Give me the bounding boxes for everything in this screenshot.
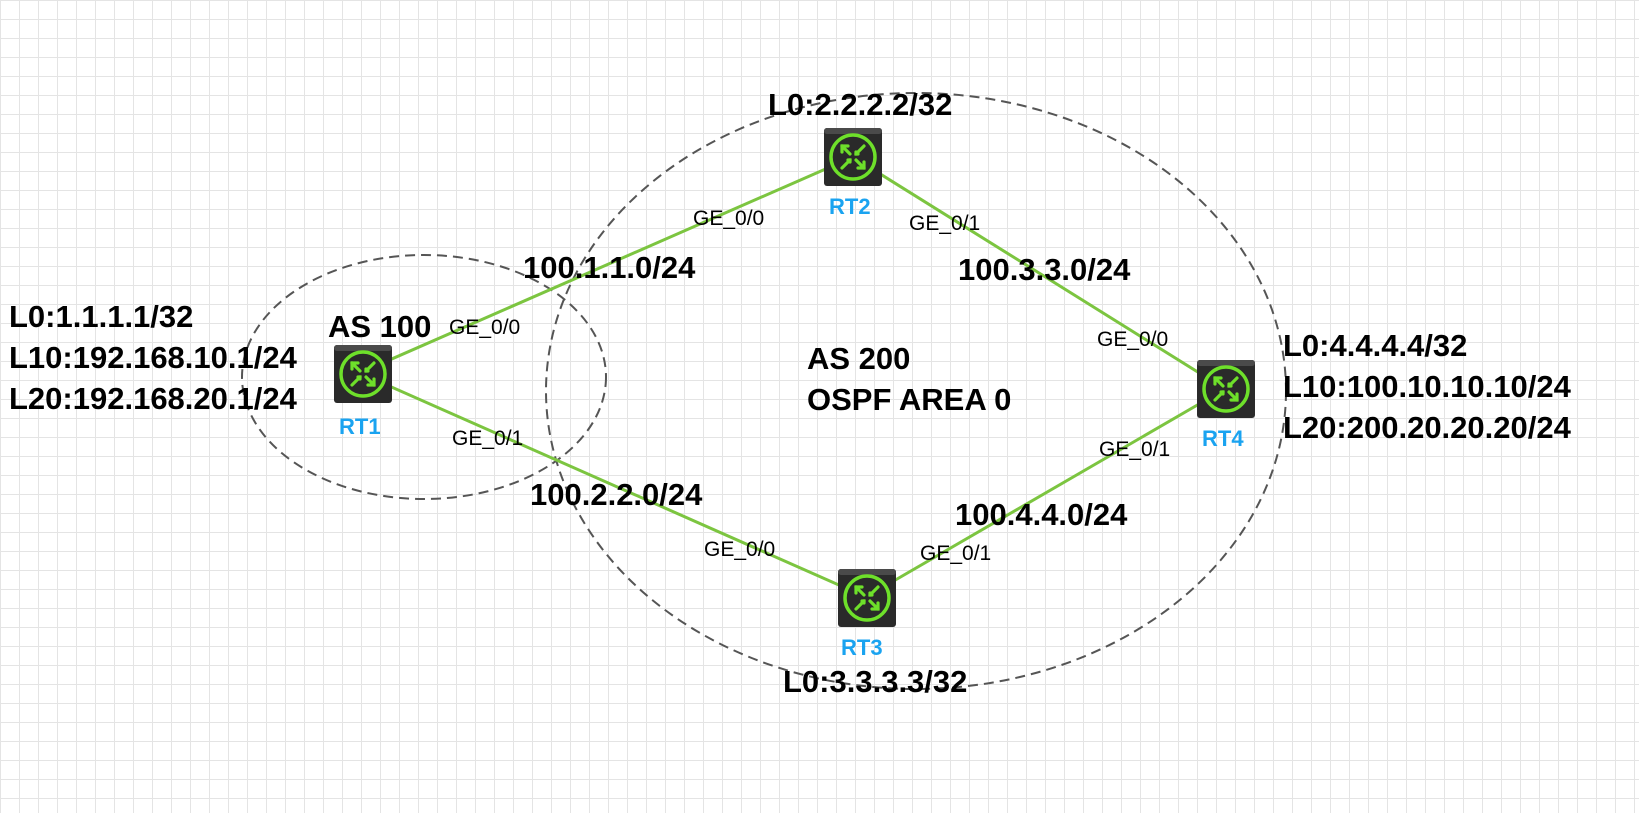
link-rt1-rt3 [361, 372, 867, 599]
link-rt1-rt2 [361, 155, 854, 374]
router-rt1-icon[interactable] [333, 344, 393, 404]
link-rt2-rt4 [852, 155, 1226, 391]
port-rt2-ge0-0: GE_0/0 [693, 207, 765, 230]
rt3-loopback-l0: L0:3.3.3.3/32 [783, 664, 968, 699]
port-rt3-ge0-0: GE_0/0 [704, 538, 776, 561]
as100-label: AS 100 [328, 309, 432, 344]
port-rt1-ge0-0: GE_0/0 [449, 316, 521, 339]
port-rt4-ge0-0: GE_0/0 [1097, 328, 1169, 351]
link-rt1-rt3-network: 100.2.2.0/24 [530, 477, 703, 512]
rt4-loopback-l20: L20:200.20.20.20/24 [1283, 410, 1571, 445]
router-rt4-name: RT4 [1202, 426, 1244, 451]
router-rt3-name: RT3 [841, 635, 883, 660]
link-rt3-rt4-network: 100.4.4.0/24 [955, 497, 1128, 532]
rt2-loopback-l0: L0:2.2.2.2/32 [768, 87, 953, 122]
router-rt2-name: RT2 [829, 194, 871, 219]
link-rt1-rt2-network: 100.1.1.0/24 [523, 250, 696, 285]
rt4-loopback-l0: L0:4.4.4.4/32 [1283, 328, 1468, 363]
ospf-area-label: OSPF AREA 0 [807, 382, 1012, 417]
port-rt4-ge0-1: GE_0/1 [1099, 438, 1171, 461]
rt1-loopback-l0: L0:1.1.1.1/32 [9, 299, 194, 334]
as100-boundary [241, 254, 607, 500]
rt1-loopback-l10: L10:192.168.10.1/24 [9, 340, 297, 375]
port-rt1-ge0-1: GE_0/1 [452, 427, 524, 450]
rt4-loopback-l10: L10:100.10.10.10/24 [1283, 369, 1571, 404]
as200-label: AS 200 [807, 341, 911, 376]
router-rt4-icon[interactable] [1196, 359, 1256, 419]
router-rt3-icon[interactable] [837, 568, 897, 628]
router-rt1-name: RT1 [339, 414, 381, 439]
link-rt2-rt4-network: 100.3.3.0/24 [958, 252, 1131, 287]
router-rt2-icon[interactable] [823, 127, 883, 187]
link-rt3-rt4 [865, 387, 1226, 599]
port-rt3-ge0-1: GE_0/1 [920, 542, 992, 565]
rt1-loopback-l20: L20:192.168.20.1/24 [9, 381, 297, 416]
port-rt2-ge0-1: GE_0/1 [909, 212, 981, 235]
as200-boundary [545, 92, 1287, 690]
